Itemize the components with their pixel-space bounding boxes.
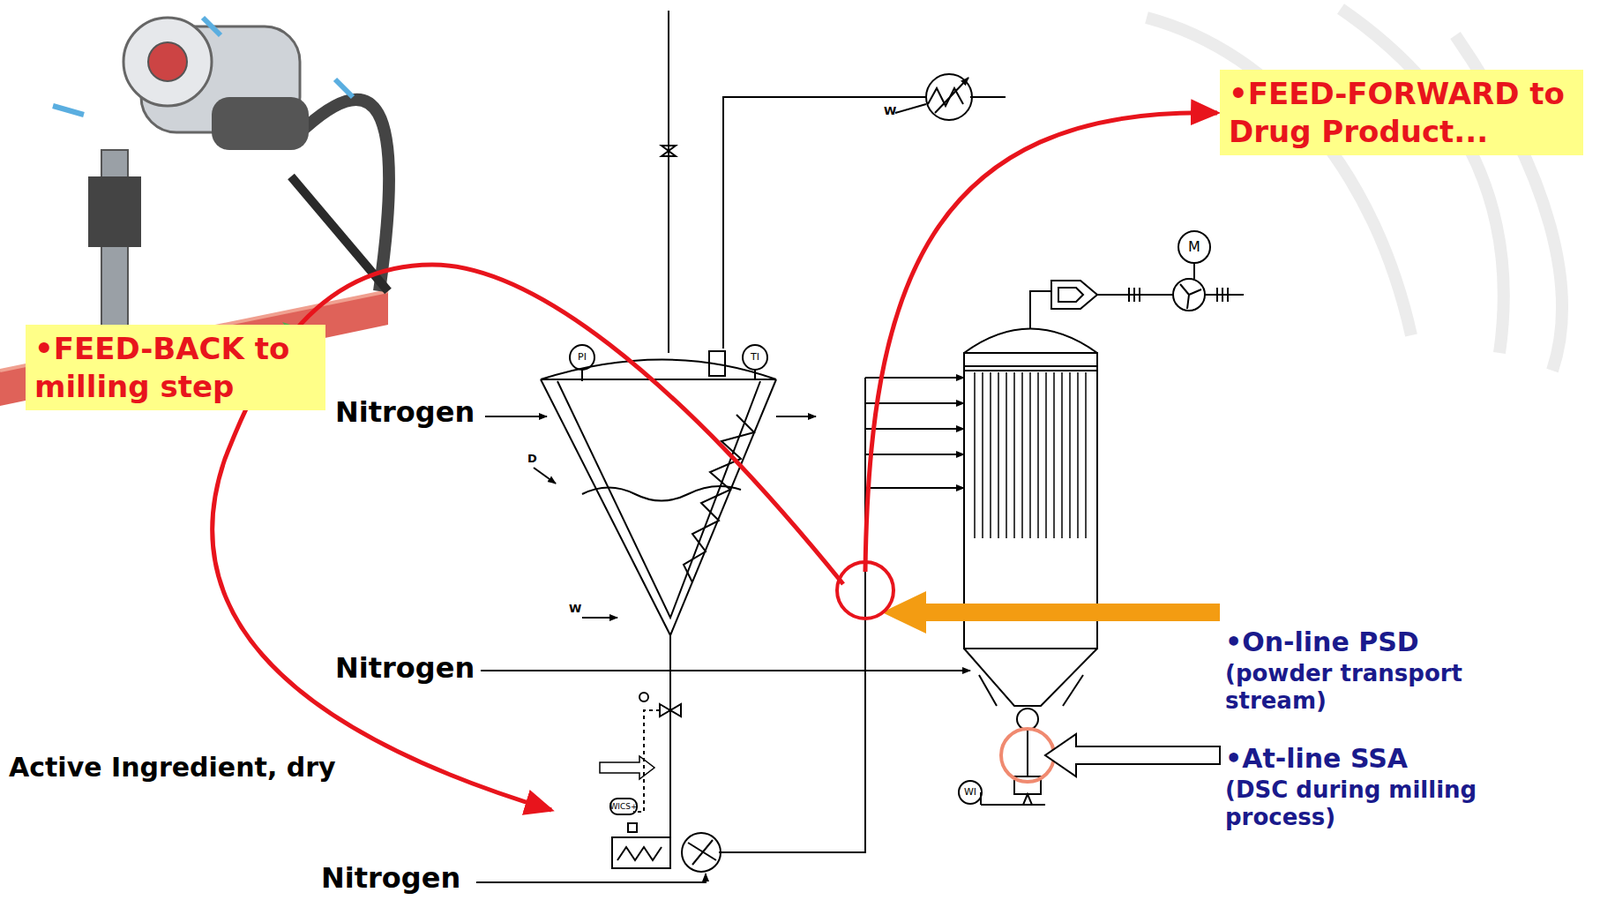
filter-bag	[1045, 372, 1047, 539]
filter-bag	[1005, 372, 1008, 539]
measurement-label: •On-line PSD	[1225, 626, 1420, 658]
filter-bag	[997, 372, 1000, 539]
at-line-pointer	[1045, 733, 1220, 777]
watermark	[1146, 8, 1563, 371]
callout-box: •FEED-BACK to milling step	[25, 324, 326, 411]
stream-label: Nitrogen	[335, 650, 475, 685]
measurement-note: (DSC during milling process)	[1225, 776, 1530, 831]
online-sample-circle	[837, 561, 894, 619]
callout-text: •FEED-BACK to milling step	[34, 329, 317, 405]
filter-bag	[1069, 372, 1071, 539]
line-tag: W	[883, 104, 897, 119]
motor-tag: M	[1188, 238, 1201, 255]
filter-bag	[1021, 372, 1024, 539]
instrument-tag: TI	[750, 351, 760, 363]
plant-schematic	[476, 10, 1244, 883]
measurement-note: (powder transport stream)	[1225, 659, 1517, 715]
stream-label: Nitrogen	[321, 860, 461, 895]
filter-bag	[1029, 372, 1032, 539]
stream-label: Nitrogen	[335, 395, 475, 429]
instrument-tag: PI	[577, 351, 587, 363]
stream-label: Active Ingredient, dry	[8, 751, 337, 784]
line-tag: D	[527, 451, 538, 466]
filter-bag	[981, 372, 984, 539]
callout-box: •FEED-FORWARD to Drug Product...	[1219, 69, 1584, 156]
filter-bag	[1037, 372, 1040, 539]
filter-bag	[989, 372, 992, 539]
instrument-tag: WICS+	[609, 801, 637, 812]
filter-bag	[1084, 372, 1087, 539]
line-tag: W	[568, 601, 582, 616]
measurement-label: •At-line SSA	[1225, 742, 1408, 775]
online-pointer	[882, 590, 1220, 634]
filter-bag	[1061, 372, 1063, 539]
instrument-tag: WI	[964, 785, 977, 798]
callout-text: •FEED-FORWARD to Drug Product...	[1228, 74, 1575, 150]
filter-bag	[1076, 372, 1079, 539]
filter-bag	[1013, 372, 1016, 539]
feedforward-curve	[865, 112, 1218, 572]
filter-bag	[1053, 372, 1055, 539]
inline-sensor-illustration	[0, 17, 389, 406]
filter-bag	[973, 372, 976, 539]
